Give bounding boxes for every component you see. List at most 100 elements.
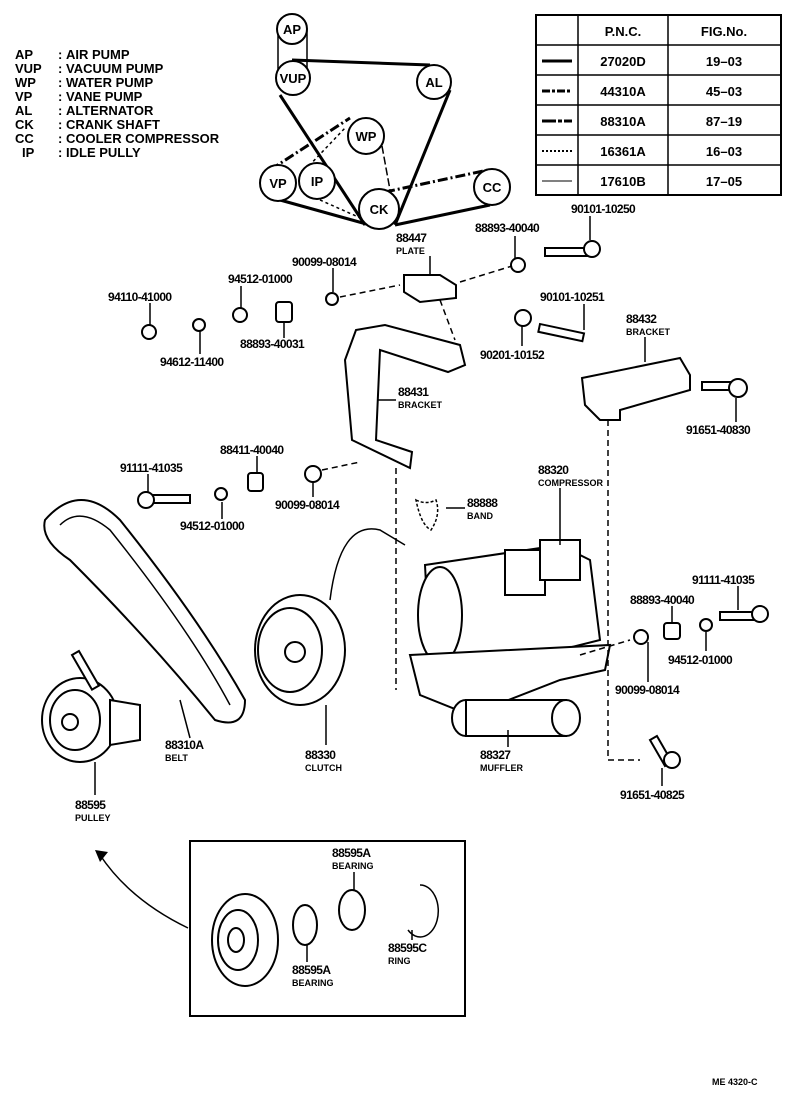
figure-code: ME 4320-C [712, 1077, 758, 1087]
svg-text:VP: VP [269, 176, 287, 191]
svg-text::: : [58, 61, 62, 76]
svg-text:AL: AL [425, 75, 442, 90]
svg-text:RING: RING [388, 956, 411, 966]
pulley-ap: AP [276, 13, 308, 45]
legend-item: IP: IDLE PULLY [22, 145, 141, 160]
svg-text:BEARING: BEARING [332, 861, 374, 871]
pulley-cc: CC [473, 168, 511, 206]
svg-text:88310A: 88310A [600, 114, 646, 129]
svg-text:COOLER COMPRESSOR: COOLER COMPRESSOR [66, 131, 220, 146]
belt-routing-diagram: AP VUP AL WP VP IP CK CC [259, 13, 511, 230]
nut-icon [141, 324, 157, 340]
svg-text:19–03: 19–03 [706, 54, 742, 69]
collar-icon [663, 622, 681, 640]
legend-item: CK: CRANK SHAFT [15, 117, 160, 132]
washer-icon [304, 465, 322, 483]
washer-icon [325, 292, 339, 306]
detail-inset-box [189, 840, 466, 1017]
band-88888 [414, 498, 439, 531]
legend-item: VP: VANE PUMP [15, 89, 143, 104]
part-label: 91651-40830 [686, 423, 751, 437]
part-label: 88888 [467, 496, 498, 510]
svg-text:BELT: BELT [165, 753, 188, 763]
lock-washer-icon [192, 318, 206, 332]
svg-text:CLUTCH: CLUTCH [305, 763, 342, 773]
svg-text::: : [58, 145, 62, 160]
part-label: 88595C [388, 941, 427, 955]
svg-text:WP: WP [356, 129, 377, 144]
svg-text:VANE PUMP: VANE PUMP [66, 89, 143, 104]
part-label: 88595 [75, 798, 106, 812]
part-label: 90099-08014 [292, 255, 357, 269]
bracket-88432 [580, 356, 691, 421]
part-label: 88893-40040 [630, 593, 695, 607]
part-label: 91651-40825 [620, 788, 685, 802]
svg-text::: : [58, 47, 62, 62]
svg-text:27020D: 27020D [600, 54, 646, 69]
belt-88310a [43, 499, 247, 724]
svg-text:VACUUM PUMP: VACUUM PUMP [66, 61, 164, 76]
lock-washer-icon [699, 618, 713, 632]
svg-text:CK: CK [15, 117, 34, 132]
svg-text:MUFFLER: MUFFLER [480, 763, 523, 773]
detail-pointer-arrow [99, 854, 189, 929]
svg-text:45–03: 45–03 [706, 84, 742, 99]
svg-text:IP: IP [22, 145, 35, 160]
svg-text:BEARING: BEARING [292, 978, 334, 988]
table-header-fig: FIG.No. [701, 24, 747, 39]
part-label: 94512-01000 [668, 653, 733, 667]
svg-text:CK: CK [370, 202, 389, 217]
plate-88447 [403, 274, 457, 304]
lock-washer-icon [214, 487, 228, 501]
legend-item: VUP: VACUUM PUMP [15, 61, 164, 76]
part-label: 88411-40040 [220, 443, 284, 457]
part-label: 88595A [292, 963, 331, 977]
part-label: 94110-41000 [108, 290, 172, 304]
part-label: 94512-01000 [228, 272, 293, 286]
svg-text:VUP: VUP [280, 71, 307, 86]
svg-text:CRANK SHAFT: CRANK SHAFT [66, 117, 160, 132]
svg-text:CC: CC [15, 131, 34, 146]
part-label: 88310A [165, 738, 204, 752]
bracket-88431 [343, 323, 467, 470]
svg-text:PULLEY: PULLEY [75, 813, 111, 823]
bearing-88595a-upper [338, 889, 366, 931]
svg-text:IDLE PULLY: IDLE PULLY [66, 145, 141, 160]
legend-item: AL: ALTERNATOR [15, 103, 154, 118]
svg-text::: : [58, 103, 62, 118]
svg-text:VP: VP [15, 89, 33, 104]
pulley-vp: VP [259, 164, 297, 202]
collar-icon [275, 301, 293, 323]
part-label: 88595A [332, 846, 371, 860]
washer-icon [510, 257, 526, 273]
svg-text::: : [58, 117, 62, 132]
pulley-vup: VUP [275, 60, 311, 96]
part-label: 88447 [396, 231, 427, 245]
svg-text:VUP: VUP [15, 61, 42, 76]
svg-text:BAND: BAND [467, 511, 493, 521]
svg-text:17610B: 17610B [600, 174, 646, 189]
svg-text:BRACKET: BRACKET [626, 327, 671, 337]
part-label: 88432 [626, 312, 657, 326]
pulley-ip: IP [298, 162, 336, 200]
part-label: 94612-11400 [160, 355, 224, 369]
pulley-al: AL [416, 64, 452, 100]
part-label: 88330 [305, 748, 336, 762]
part-label: 88893-40031 [240, 337, 305, 351]
part-label: 94512-01000 [180, 519, 245, 533]
washer-icon [232, 307, 248, 323]
svg-text:AL: AL [15, 103, 32, 118]
svg-text:AP: AP [15, 47, 33, 62]
part-label: 88431 [398, 385, 429, 399]
part-label: 90101-10251 [540, 290, 605, 304]
part-label: 88320 [538, 463, 569, 477]
svg-text:ALTERNATOR: ALTERNATOR [66, 103, 154, 118]
table-header-pnc: P.N.C. [605, 24, 642, 39]
svg-text:BRACKET: BRACKET [398, 400, 443, 410]
svg-text::: : [58, 89, 62, 104]
